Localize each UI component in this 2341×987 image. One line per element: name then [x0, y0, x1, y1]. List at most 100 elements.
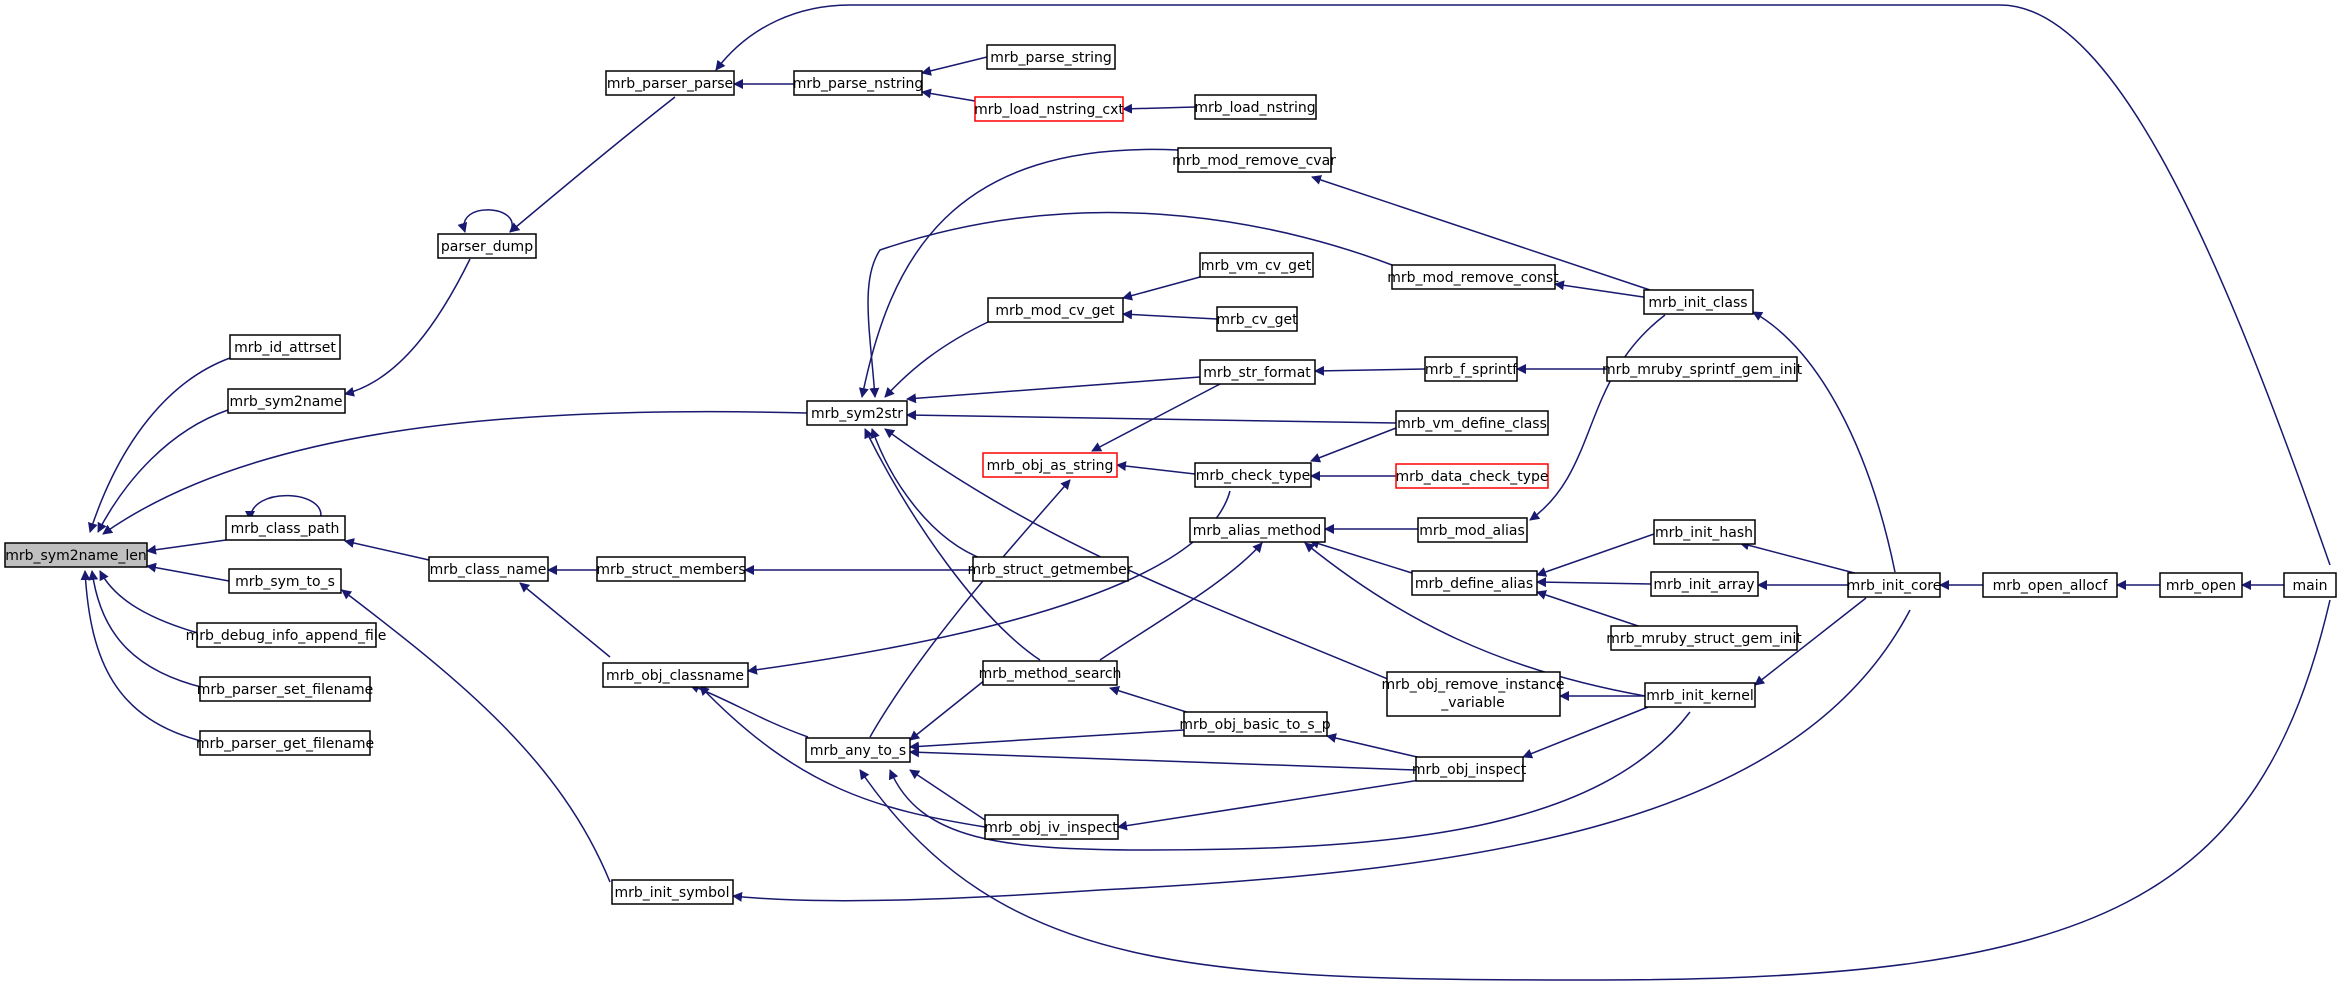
node-mrb-class-path[interactable]: mrb_class_path	[225, 515, 346, 541]
svg-text:mrb_sym2name_len: mrb_sym2name_len	[5, 548, 146, 564]
node-mrb-mod-remove-const[interactable]: mrb_mod_remove_const	[1387, 264, 1559, 290]
edge-init-core-init-class	[1752, 311, 1896, 573]
node-mrb-method-search[interactable]: mrb_method_search	[979, 660, 1122, 686]
node-mrb-alias-method[interactable]: mrb_alias_method	[1189, 517, 1326, 543]
edge-basic-to-s-any-to-s	[909, 729, 1185, 752]
edge-debug-info	[99, 570, 206, 636]
svg-text:mrb_sym_to_s: mrb_sym_to_s	[235, 574, 335, 590]
svg-text:mrb_parser_parse: mrb_parser_parse	[607, 76, 733, 92]
node-mrb-f-sprintf[interactable]: mrb_f_sprintf	[1424, 356, 1518, 382]
node-mrb-init-array[interactable]: mrb_init_array	[1650, 571, 1759, 597]
edge-parser-dump-self	[457, 209, 513, 233]
node-parser-dump[interactable]: parser_dump	[437, 233, 537, 259]
node-mrb-init-symbol[interactable]: mrb_init_symbol	[611, 879, 734, 905]
node-mrb-struct-members[interactable]: mrb_struct_members	[596, 556, 746, 582]
node-mrb-debug-info-append-file[interactable]: mrb_debug_info_append_file	[186, 622, 387, 648]
svg-text:mrb_parse_string: mrb_parse_string	[990, 50, 1112, 66]
node-mrb-any-to-s[interactable]: mrb_any_to_s	[805, 737, 911, 763]
svg-text:mrb_obj_inspect: mrb_obj_inspect	[1412, 762, 1527, 778]
edge-parser-set	[88, 570, 206, 689]
svg-text:mrb_init_core: mrb_init_core	[1847, 578, 1942, 594]
node-mrb-init-core[interactable]: mrb_init_core	[1847, 572, 1942, 598]
edge-define-alias-alias-method	[1309, 538, 1413, 574]
edge-parse-string-nstring	[921, 56, 988, 76]
node-mrb-define-alias[interactable]: mrb_define_alias	[1411, 570, 1538, 596]
svg-text:mrb_debug_info_append_file: mrb_debug_info_append_file	[186, 628, 387, 644]
svg-text:mrb_define_alias: mrb_define_alias	[1415, 576, 1533, 592]
node-mrb-open[interactable]: mrb_open	[2159, 572, 2243, 598]
node-mrb-load-nstring[interactable]: mrb_load_nstring	[1194, 94, 1317, 120]
svg-text:mrb_load_nstring_cxt: mrb_load_nstring_cxt	[974, 102, 1124, 118]
node-mrb-init-hash[interactable]: mrb_init_hash	[1653, 519, 1756, 545]
svg-text:mrb_cv_get: mrb_cv_get	[1216, 312, 1298, 328]
edge-parse-parser-dump	[509, 96, 676, 233]
node-mrb-sym2name[interactable]: mrb_sym2name	[227, 388, 346, 414]
node-mrb-obj-basic-to-s-p[interactable]: mrb_obj_basic_to_s_p	[1179, 711, 1331, 737]
node-mrb-mod-alias[interactable]: mrb_mod_alias	[1417, 517, 1528, 543]
edge-method-search-alias-method	[1099, 542, 1263, 661]
node-mrb-mod-cv-get[interactable]: mrb_mod_cv_get	[987, 297, 1124, 323]
svg-text:mrb_vm_cv_get: mrb_vm_cv_get	[1201, 258, 1312, 274]
node-mrb-data-check-type[interactable]: mrb_data_check_type	[1395, 463, 1549, 489]
svg-text:mrb_parser_set_filename: mrb_parser_set_filename	[197, 682, 374, 698]
edge-basic-to-s-method-search	[1109, 685, 1197, 716]
svg-text:mrb_init_symbol: mrb_init_symbol	[615, 885, 730, 901]
node-mrb-parser-set-filename[interactable]: mrb_parser_set_filename	[197, 676, 374, 702]
svg-text:mrb_struct_members: mrb_struct_members	[596, 562, 745, 578]
node-main[interactable]: main	[2283, 572, 2337, 598]
edge-init-kernel-obj-inspect	[1522, 706, 1649, 759]
node-mrb-mruby-sprintf-gem-init[interactable]: mrb_mruby_sprintf_gem_init	[1602, 356, 1803, 382]
svg-text:main: main	[2293, 578, 2328, 594]
svg-text:mrb_init_hash: mrb_init_hash	[1655, 525, 1753, 541]
node-mrb-mod-remove-cvar[interactable]: mrb_mod_remove_cvar	[1172, 147, 1336, 173]
edge-obj-as-string-str-format	[1091, 383, 1221, 452]
node-mrb-open-allocf[interactable]: mrb_open_allocf	[1982, 572, 2118, 598]
node-mrb-obj-classname[interactable]: mrb_obj_classname	[602, 662, 749, 688]
edge-init-array-define-alias	[1536, 577, 1652, 588]
svg-text:_variable: _variable	[1440, 695, 1504, 711]
node-mrb-id-attrset[interactable]: mrb_id_attrset	[229, 334, 341, 360]
edge-mod-cv-get-sym2str	[884, 321, 989, 398]
edge-load-cxt-nstring	[921, 88, 976, 102]
node-mrb-parse-string[interactable]: mrb_parse_string	[986, 44, 1116, 70]
node-mrb-init-kernel[interactable]: mrb_init_kernel	[1644, 682, 1756, 708]
node-mrb-check-type[interactable]: mrb_check_type	[1194, 462, 1312, 488]
svg-text:mrb_sym2name: mrb_sym2name	[229, 394, 342, 410]
edge-init-core-init-hash	[1739, 540, 1863, 576]
node-mrb-obj-remove-instance-variable[interactable]: mrb_obj_remove_instance_variable	[1381, 671, 1565, 717]
edge-method-search-any-to-s	[909, 679, 986, 741]
edge-sym-to-s	[146, 562, 230, 582]
edge-cv-get-mod-cv-get	[1122, 309, 1218, 320]
node-mrb-parser-parse[interactable]: mrb_parser_parse	[605, 70, 735, 96]
node-mrb-obj-iv-inspect[interactable]: mrb_obj_iv_inspect	[984, 814, 1119, 840]
svg-text:mrb_mruby_sprintf_gem_init: mrb_mruby_sprintf_gem_init	[1602, 362, 1803, 378]
node-mrb-init-class[interactable]: mrb_init_class	[1643, 289, 1754, 315]
node-mrb-cv-get[interactable]: mrb_cv_get	[1216, 306, 1298, 332]
node-mrb-sym-to-s[interactable]: mrb_sym_to_s	[228, 568, 342, 594]
node-mrb-vm-cv-get[interactable]: mrb_vm_cv_get	[1199, 252, 1314, 278]
edge-init-core-init-kernel	[1754, 597, 1867, 686]
node-mrb-parse-nstring[interactable]: mrb_parse_nstring	[793, 70, 923, 96]
svg-text:mrb_class_path: mrb_class_path	[231, 521, 340, 537]
edge-any-to-s-obj-classname	[689, 683, 809, 738]
node-mrb-class-name[interactable]: mrb_class_name	[428, 556, 549, 582]
node-mrb-sym2name-len[interactable]: mrb_sym2name_len	[4, 542, 148, 568]
node-mrb-parser-get-filename[interactable]: mrb_parser_get_filename	[196, 730, 374, 756]
edge-vm-cv-get-mod-cv-get	[1122, 276, 1201, 301]
node-mrb-str-format[interactable]: mrb_str_format	[1199, 359, 1316, 385]
node-mrb-mruby-struct-gem-init[interactable]: mrb_mruby_struct_gem_init	[1606, 625, 1802, 651]
svg-text:mrb_obj_classname: mrb_obj_classname	[606, 668, 744, 684]
node-mrb-sym2str[interactable]: mrb_sym2str	[806, 400, 908, 426]
node-mrb-vm-define-class[interactable]: mrb_vm_define_class	[1395, 410, 1549, 436]
node-mrb-obj-as-string[interactable]: mrb_obj_as_string	[982, 452, 1118, 478]
svg-text:mrb_method_search: mrb_method_search	[979, 666, 1122, 682]
node-mrb-struct-getmember[interactable]: mrb_struct_getmember	[967, 556, 1133, 582]
node-mrb-load-nstring-cxt[interactable]: mrb_load_nstring_cxt	[974, 96, 1124, 122]
svg-text:mrb_mod_remove_cvar: mrb_mod_remove_cvar	[1172, 153, 1336, 169]
edge-obj-inspect-basic-to-s	[1326, 733, 1431, 761]
edge-method-search-sym2str	[864, 428, 1041, 661]
node-mrb-obj-inspect[interactable]: mrb_obj_inspect	[1412, 756, 1527, 782]
svg-text:mrb_init_kernel: mrb_init_kernel	[1646, 688, 1754, 704]
svg-text:mrb_obj_iv_inspect: mrb_obj_iv_inspect	[984, 820, 1118, 836]
